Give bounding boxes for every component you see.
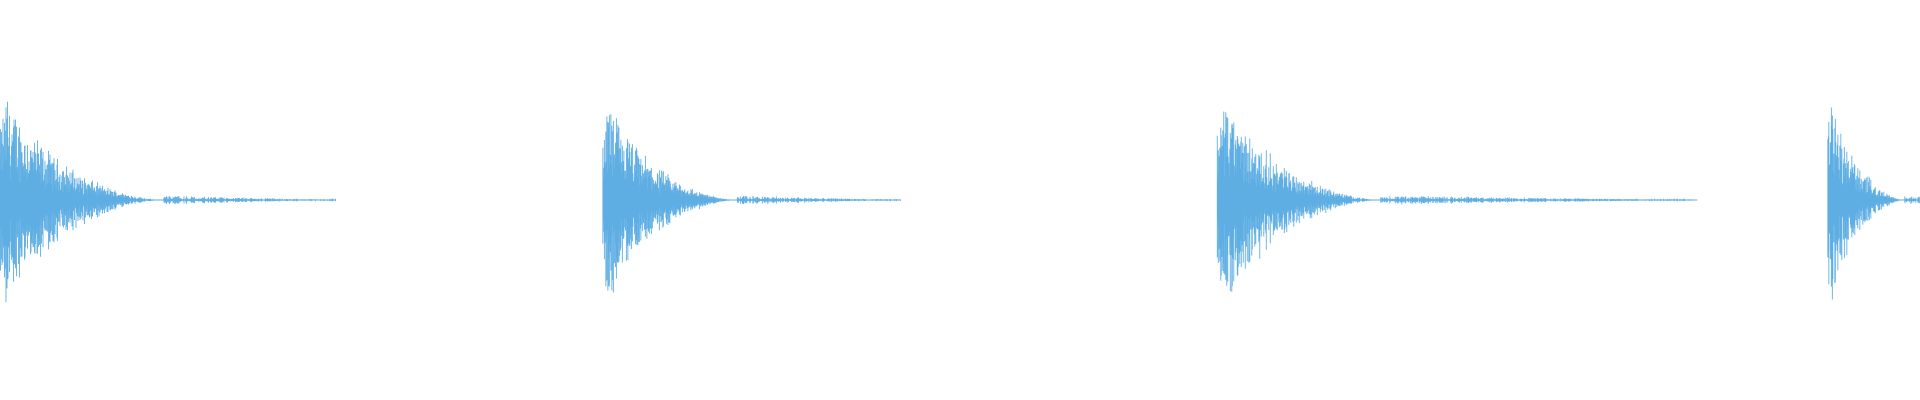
waveform-burst-4 bbox=[1827, 107, 1920, 300]
waveform-burst-2 bbox=[602, 114, 901, 293]
waveform-samples bbox=[1827, 107, 1920, 300]
waveform-samples bbox=[602, 114, 901, 293]
waveform-samples bbox=[0, 101, 336, 303]
waveform-burst-3 bbox=[1216, 111, 1698, 292]
waveform-burst-1 bbox=[0, 101, 336, 303]
waveform-samples bbox=[1216, 111, 1695, 292]
waveform-bursts bbox=[0, 101, 1920, 303]
